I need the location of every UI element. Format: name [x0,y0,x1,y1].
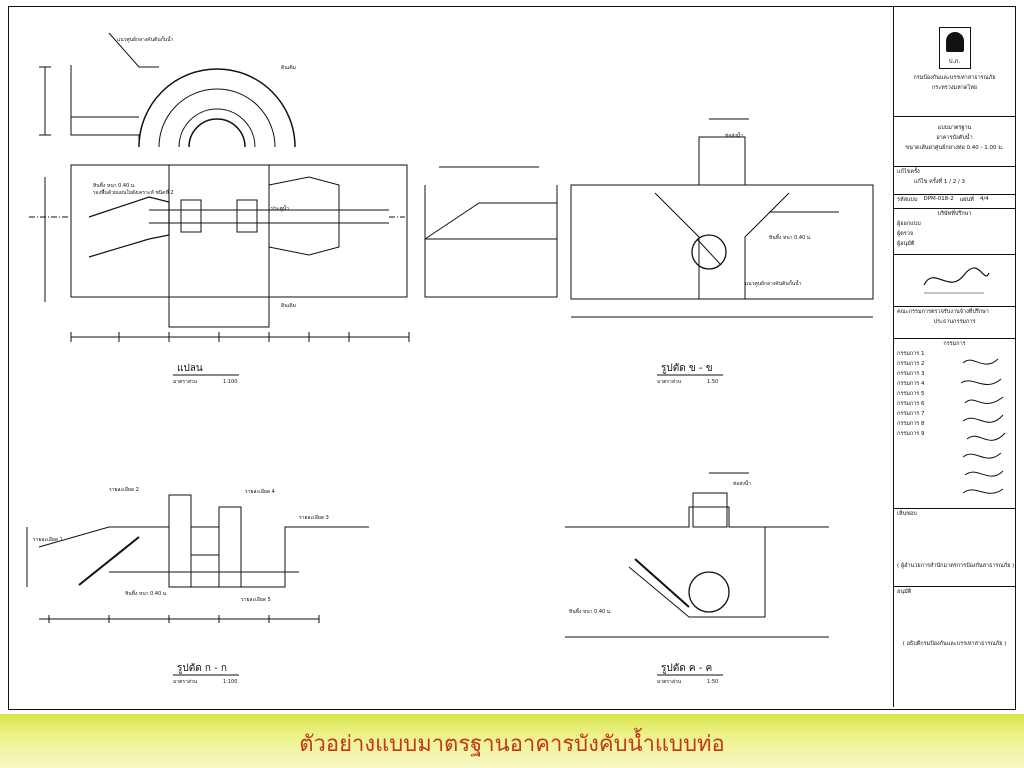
sheet-value: 4/4 [979,196,989,202]
sheet-name-block: แบบมาตรฐาน อาคารบังคับน้ำ ขนาดเส้นผ่าศูน… [894,117,1015,167]
drawing-sheet: แนวศูนย์กลางคันดินกั้นน้ำ ดินเดิม หินทิ้… [8,6,1016,710]
member-4: กรรมการ 4 [897,381,925,387]
label-gate: ประตูน้ำ [271,203,289,212]
authorize-label: อนุมัติ [897,589,912,595]
logo-text: ป.ภ. [948,58,961,65]
approve-block: เห็นชอบ ( ผู้อำนวยการสำนักมาตรการป้องกัน… [894,509,1015,587]
member-7: กรรมการ 7 [897,411,925,417]
code-label: รหัสแบบ [897,197,918,203]
consultant-3: ผู้อนุมัติ [897,241,915,247]
label-riprap2: รองพื้นด้วยแผ่นใยสังเคราะห์ ชนิดที่ 2 [93,187,174,196]
member-1: กรรมการ 1 [897,351,925,357]
committee-head: ประธานกรรมการ [933,319,976,325]
org-name-1: กรมป้องกันและบรรเทาสาธารณภัย [913,75,996,81]
plan-scale-label: มาตราส่วน [173,379,198,385]
section-c-title: รูปตัด ค - ค [661,663,712,674]
section-b-title: รูปตัด ข - ข [661,363,713,374]
revision-value: แก้ไข ครั้งที่ 1 / 2 / 3 [914,179,966,185]
label-riprap-a: หินทิ้ง หนา 0.40 ม. [125,588,168,597]
consultant-1: ผู้ออกแบบ [897,221,921,227]
members-label: กรรมการ [943,341,966,347]
engineer-seal [923,267,990,294]
revision-label: แก้ไขครั้ง [897,169,920,175]
revision-block: แก้ไขครั้ง แก้ไข ครั้งที่ 1 / 2 / 3 [894,167,1015,195]
caption-text: ตัวอย่างแบบมาตรฐานอาคารบังคับน้ำแบบท่อ [299,732,725,757]
plan-headwall [39,32,296,148]
member-3: กรรมการ 3 [897,371,925,377]
label-detail1: รายละเอียด 1 [33,536,63,543]
label-detail5: รายละเอียด 5 [241,596,271,603]
seal-block [894,255,1015,307]
section-b-scale-label: มาตราส่วน [657,379,682,385]
sheet-name-2: อาคารบังคับน้ำ [936,135,973,141]
member-9: กรรมการ 9 [897,431,925,437]
member-signatures [960,358,1006,494]
plan-body [29,164,410,342]
member-2: กรรมการ 2 [897,361,925,367]
label-hinge: ดินเดิม [281,64,296,71]
label-outline: แนวศูนย์กลางคันดินกั้นน้ำ [117,34,174,43]
section-c-scale: 1:50 [707,679,718,685]
caption-banner: ตัวอย่างแบบมาตรฐานอาคารบังคับน้ำแบบท่อ [0,714,1024,768]
label-detail4: รายละเอียด 4 [245,488,275,495]
approve-label: เห็นชอบ [897,511,917,517]
consultant-2: ผู้ตรวจ [897,231,914,237]
member-6: กรรมการ 6 [897,401,925,407]
sheet-name-1: แบบมาตรฐาน [937,125,972,131]
label-hinge-2: ดินเดิม [281,302,296,309]
seal-logo: ป.ภ. [938,27,971,69]
engineering-drawing: แนวศูนย์กลางคันดินกั้นน้ำ ดินเดิม หินทิ้… [26,32,874,685]
members-block: กรรมการ กรรมการ 1 กรรมการ 2 กรรมการ 3 กร… [894,339,1015,509]
title-block: ป.ภ. กรมป้องกันและบรรเทาสาธารณภัย กระทรว… [893,7,1015,707]
committee-block: คณะกรรมการตรวจรับงานจ้างที่ปรึกษา ประธาน… [894,307,1015,339]
member-8: กรรมการ 8 [897,421,925,427]
plan-title: แปลน [177,363,203,374]
company-label: บริษัทที่ปรึกษา [937,211,972,217]
section-b-main [570,118,874,318]
label-pipe-c: ท่อส่งน้ำ [733,478,751,487]
label-outline-b: แนวศูนย์กลางคันดินกั้นน้ำ [745,278,802,287]
section-a-title: รูปตัด ก - ก [177,663,227,674]
label-riprap-c: หินทิ้ง หนา 0.40 ม. [569,606,612,615]
code-block: รหัสแบบ DPM-018-2 แผ่นที่ 4/4 [894,195,1015,209]
section-c-scale-label: มาตราส่วน [657,679,682,685]
section-b-side [424,166,558,298]
authorize-signatory: ( อธิบดีกรมป้องกันและบรรเทาสาธารณภัย ) [902,641,1007,647]
title-block-header: ป.ภ. กรมป้องกันและบรรเทาสาธารณภัย กระทรว… [894,7,1015,117]
committee-title: คณะกรรมการตรวจรับงานจ้างที่ปรึกษา [897,309,989,315]
member-5: กรรมการ 5 [897,391,925,397]
sheet-label: แผ่นที่ [959,197,974,203]
label-pipe: ท่อส่งน้ำ [725,130,743,139]
label-riprap: หินทิ้ง หนา 0.40 ม. [93,180,136,189]
section-a-scale: 1:100 [223,679,237,685]
section-a-scale-label: มาตราส่วน [173,679,198,685]
authorize-block: อนุมัติ ( อธิบดีกรมป้องกันและบรรเทาสาธาร… [894,587,1015,667]
plan-scale: 1:100 [223,379,237,385]
label-detail2: รายละเอียด 2 [109,486,139,493]
section-c [565,472,829,638]
approve-signatory: ( ผู้อำนวยการสำนักมาตรการป้องกันสาธารณภั… [897,563,1015,569]
sheet-name-3: ขนาดเส้นผ่าศูนย์กลางท่อ 0.40 - 1.00 ม. [905,145,1004,151]
label-riprap-b: หินทิ้ง หนา 0.40 ม. [769,232,812,241]
code-value: DPM-018-2 [923,196,954,202]
consultant-block: บริษัทที่ปรึกษา ผู้ออกแบบ ผู้ตรวจ ผู้อนุ… [894,209,1015,255]
section-a [26,494,369,623]
label-detail3: รายละเอียด 3 [299,514,329,521]
section-b-scale: 1:50 [707,379,718,385]
org-name-2: กระทรวงมหาดไทย [931,85,978,91]
